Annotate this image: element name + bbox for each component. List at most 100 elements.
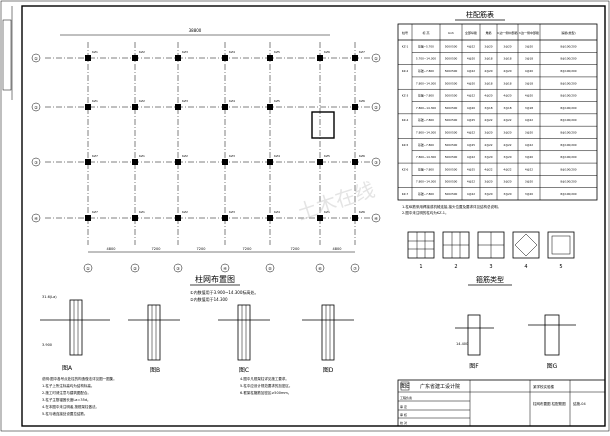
table-cell: 3@18	[503, 106, 511, 110]
table-cell: 3@18	[484, 57, 492, 61]
note-line: 5.柱中应设计规范要求的加密区。	[240, 383, 292, 388]
project-name: 某学校实验楼	[533, 384, 554, 389]
bottom-dim: 7200	[243, 247, 252, 251]
table-cell: 5.700~14.300	[416, 57, 436, 61]
stirrup-types: 1 2 3 4 5 箍筋类型	[407, 231, 575, 286]
detail-d: 图D	[302, 304, 354, 374]
plan-title: 柱网布置图	[195, 274, 235, 284]
table-cell: 3@18	[503, 81, 511, 85]
table-cell: 7.800~14.300	[416, 131, 436, 135]
table-cell: 3@20	[484, 131, 492, 135]
table-header: 角筋	[485, 30, 491, 35]
column-id: KZ-4	[402, 118, 409, 122]
column-mark	[85, 159, 91, 165]
detail-c-label: 图C	[239, 367, 249, 374]
column-label: KZ6	[359, 154, 365, 158]
table-cell: 500X500	[445, 155, 458, 159]
column-label: KZ7	[92, 154, 98, 158]
detail-f-text: 14.400	[456, 342, 468, 346]
table-cell: 基础~7.800	[418, 94, 434, 98]
stirrup-label: 5	[559, 264, 562, 270]
column-label: KZ2	[139, 99, 145, 103]
detail-a: 31.6(La) 3.900 图A	[40, 295, 110, 372]
column-mark	[267, 55, 273, 61]
table-cell: 3@20	[525, 180, 533, 184]
detail-a-text2: 3.900	[42, 343, 52, 347]
table-cell: 3@18	[525, 81, 533, 85]
title-block: 广东省建工设计院 工程负责 审 定 审 核 校 对 某学校实验楼 柱网布置图 柱…	[397, 379, 606, 427]
column-mark	[132, 55, 138, 61]
table-cell: 基础~7.800	[418, 69, 434, 73]
table-cell: 4@22	[467, 94, 475, 98]
table-cell: 基础~7.800	[418, 167, 434, 171]
table-cell: 4@25	[467, 167, 475, 171]
axis-cols	[87, 42, 356, 245]
detail-b: 图B	[128, 304, 180, 374]
table-cell: 基础~5.700	[418, 44, 434, 48]
table-cell: 基础~7.800	[418, 192, 434, 196]
stirrup-label: 2	[454, 264, 457, 270]
col-label: ④	[223, 266, 227, 271]
note-line: 6.框架柱箍筋加密区≥500mm。	[240, 390, 291, 395]
table-note-1: 1.柱纵筋采用焊接或机械连接,接头位置及要求详见结构总说明。	[402, 204, 501, 209]
column-label: KZ6	[359, 99, 365, 103]
table-cell: 3@18	[484, 106, 492, 110]
column-mark	[352, 104, 358, 110]
column-mark	[352, 215, 358, 221]
col-label: ②	[133, 266, 137, 271]
table-cell: 8@100/200	[560, 167, 576, 171]
table-cell: 3@18	[525, 106, 533, 110]
table-cell: 8@100/200	[560, 94, 576, 98]
tb-row: 校 对	[400, 420, 407, 425]
stirrup-title: 箍筋类型	[476, 275, 504, 284]
table-cell: 4@20	[503, 94, 511, 98]
company-name: 广东省建工设计院	[420, 383, 460, 390]
table-cell: 4@22	[525, 118, 533, 122]
column-grid-plan: 38800 ① ② ③ ④ ① ② ③ ④	[31, 28, 381, 302]
table-cell: 4@22	[467, 180, 475, 184]
details: 31.6(La) 3.900 图A 图B 图C 图D	[40, 295, 576, 390]
column-mark	[352, 159, 358, 165]
note-line: 说明:图中各号点处柱的构造做法详见图一图集。	[42, 376, 117, 381]
table-cell: 4@20	[467, 57, 475, 61]
table-cell: 7.800~14.300	[416, 155, 436, 159]
table-cell: 基础~7.800	[418, 118, 434, 122]
column-label: KZ5	[274, 50, 280, 54]
column-mark	[267, 215, 273, 221]
column-mark	[85, 104, 91, 110]
table-cell: 4@20	[484, 94, 492, 98]
row-label: ④	[374, 216, 378, 221]
column-id: KZ-7	[402, 192, 409, 196]
table-cell: 3@20	[525, 155, 533, 159]
table-cell: 基础~7.800	[418, 143, 434, 147]
column-label: KZ7	[359, 50, 365, 54]
row-bubbles-left: ① ② ③ ④	[31, 53, 41, 223]
column-label: KZ5	[324, 210, 330, 214]
detail-a-label: 图A	[62, 365, 73, 372]
col-bubbles-bottom: ① ② ③ ④ ⑤ ⑥ ⑦	[83, 263, 360, 273]
column-label: KZ3	[229, 154, 235, 158]
column-mark	[222, 215, 228, 221]
table-cell: 8@100/200	[560, 180, 576, 184]
detail-b-label: 图B	[150, 367, 160, 374]
table-header: b边一侧中部筋	[498, 30, 518, 35]
row-label: ②	[34, 105, 38, 110]
table-cell: 3@18	[503, 57, 511, 61]
column-label: KZ2	[139, 50, 145, 54]
column-mark	[317, 55, 323, 61]
row-label: ③	[34, 160, 38, 165]
table-cell: 4@22	[467, 192, 475, 196]
table-cell: 3@20	[503, 44, 511, 48]
column-mark	[222, 159, 228, 165]
note-line: 4.图中凡框架柱详见施工要求。	[240, 376, 289, 381]
column-label: KZ7	[92, 210, 98, 214]
column-mark	[352, 55, 358, 61]
column-label: KZ6	[324, 50, 330, 54]
table-header: h边一侧中部筋	[519, 30, 539, 35]
detail-a-text: 31.6(La)	[42, 295, 57, 299]
bottom-dim: 7200	[197, 247, 206, 251]
